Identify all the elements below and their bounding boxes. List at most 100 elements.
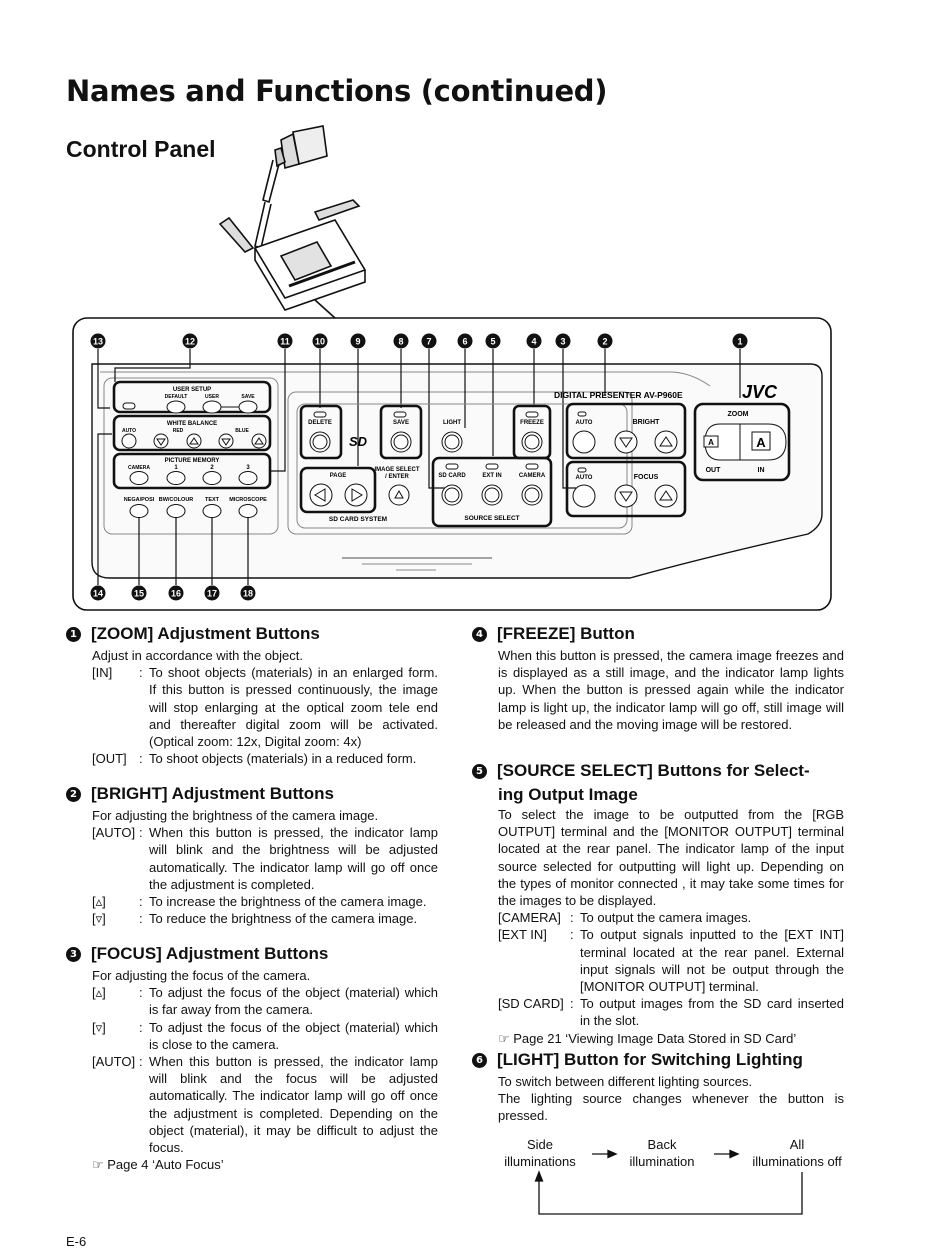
item-key: [AUTO] xyxy=(92,825,136,841)
zoom-item-in: [IN] : To shoot objects (materials) in a… xyxy=(92,664,438,750)
picture-memory-label: PICTURE MEMORY xyxy=(165,458,220,464)
callout-14-label: 14 xyxy=(93,589,103,599)
bright-down-button[interactable] xyxy=(614,430,638,454)
zoom-box xyxy=(693,402,791,482)
item-key: [▵] xyxy=(92,894,106,910)
item-value: When this button is pressed, the indicat… xyxy=(149,1054,438,1156)
image-select-label: IMAGE SELECT xyxy=(374,467,419,473)
section-focus-title: [FOCUS] Adjustment Buttons xyxy=(91,944,329,963)
zoom-label: ZOOM xyxy=(728,411,749,418)
callout-4 xyxy=(526,333,542,349)
section-subtitle: Control Panel xyxy=(66,136,216,162)
wb-auto-label: AUTO xyxy=(122,428,136,434)
wb-auto-button[interactable] xyxy=(121,433,137,449)
page-number: E-6 xyxy=(66,1234,87,1249)
nega-posi-button[interactable] xyxy=(129,504,149,518)
callout-16-label: 16 xyxy=(171,589,181,599)
red-up-button[interactable] xyxy=(186,433,202,449)
item-sep: : xyxy=(139,894,143,910)
focus-auto-label: AUTO xyxy=(576,475,593,481)
text-button[interactable] xyxy=(202,504,222,518)
section-bright-body: For adjusting the brightness of the came… xyxy=(92,807,438,927)
bright-item-down: [▿] : To reduce the brightness of the ca… xyxy=(92,910,438,927)
focus-auto-button[interactable] xyxy=(572,484,596,508)
arrow-up-icon xyxy=(534,1170,544,1182)
flow-side-illuminations: Side illuminations xyxy=(490,1136,590,1170)
section-number-badge: 6 xyxy=(472,1053,487,1068)
bright-auto-button[interactable] xyxy=(572,430,596,454)
section-light-heading: 6[LIGHT] Button for Switching Lighting xyxy=(472,1050,803,1070)
image-select-enter-button[interactable] xyxy=(388,484,410,506)
callout-8 xyxy=(393,333,409,349)
page-left-button[interactable] xyxy=(309,483,333,507)
callout-7-label: 7 xyxy=(426,337,431,347)
light-label: LIGHT xyxy=(443,420,461,426)
bright-item-up: [▵] : To increase the brightness of the … xyxy=(92,893,438,910)
red-down-button[interactable] xyxy=(153,433,169,449)
user-button[interactable] xyxy=(202,400,222,414)
pm-3-button[interactable] xyxy=(238,471,258,485)
item-key: [CAMERA] xyxy=(498,910,561,926)
item-sep: : xyxy=(570,927,574,943)
microscope-button[interactable] xyxy=(238,504,258,518)
item-sep: : xyxy=(139,665,143,681)
blue-label: BLUE xyxy=(235,428,249,434)
section-focus-body: For adjusting the focus of the camera. [… xyxy=(92,967,438,1173)
item-sep: : xyxy=(139,751,143,767)
save-label: SAVE xyxy=(393,420,409,426)
item-sep: : xyxy=(139,911,143,927)
bright-box xyxy=(565,402,687,460)
section-freeze-body: When this button is pressed, the camera … xyxy=(498,648,844,732)
item-key: [▿] xyxy=(92,1019,106,1035)
flow-all-illuminations-off: All illuminations off xyxy=(740,1136,854,1170)
callout-15 xyxy=(131,585,147,601)
up-triangle-icon xyxy=(254,437,264,445)
flow-side-line2: illuminations xyxy=(504,1154,576,1169)
callout-11 xyxy=(277,333,293,349)
section-number-badge: 1 xyxy=(66,627,81,642)
item-key: [SD CARD] xyxy=(498,996,564,1012)
zoom-out-a-glyph: A xyxy=(708,438,714,447)
pm-camera-button[interactable] xyxy=(129,471,149,485)
callout-18 xyxy=(240,585,256,601)
source-select-label: SOURCE SELECT xyxy=(464,515,519,522)
down-triangle-icon xyxy=(221,438,231,446)
bw-colour-button[interactable] xyxy=(166,504,186,518)
camera-indicator-lamp xyxy=(525,463,539,470)
flow-back-line1: Back xyxy=(647,1137,677,1152)
section-source-select-heading: 5[SOURCE SELECT] Buttons for Select- ing… xyxy=(472,759,810,807)
right-triangle-icon xyxy=(351,488,363,502)
flow-side-line1: Side xyxy=(526,1137,554,1152)
white-balance-box xyxy=(112,414,272,452)
page-right-button[interactable] xyxy=(344,483,368,507)
jvc-logo: JVC xyxy=(742,382,778,402)
callout-4-label: 4 xyxy=(531,337,536,347)
section-number-badge: 2 xyxy=(66,787,81,802)
freeze-indicator-lamp xyxy=(525,411,539,418)
light-line-2: The lighting source changes whenever the… xyxy=(498,1091,844,1124)
callout-16 xyxy=(168,585,184,601)
save-small-label: SAVE xyxy=(241,394,255,400)
pm-2-button[interactable] xyxy=(202,471,222,485)
bright-up-button[interactable] xyxy=(654,430,678,454)
flow-all-line1: All xyxy=(789,1137,805,1152)
focus-label: FOCUS xyxy=(634,474,659,481)
user-save-button[interactable] xyxy=(238,400,258,414)
callout-9-label: 9 xyxy=(355,337,360,347)
callouts-bottom: 14 15 16 17 18 xyxy=(90,585,256,601)
callout-8-label: 8 xyxy=(398,337,403,347)
section-number-badge: 3 xyxy=(66,947,81,962)
user-label: USER xyxy=(205,394,219,400)
blue-down-button[interactable] xyxy=(218,433,234,449)
source-item-camera: [CAMERA] : To output the camera images. xyxy=(498,909,844,926)
pm-1-button[interactable] xyxy=(166,471,186,485)
default-button[interactable] xyxy=(166,400,186,414)
focus-up-button[interactable] xyxy=(654,484,678,508)
down-triangle-icon xyxy=(156,438,166,446)
blue-up-button[interactable] xyxy=(251,433,267,449)
focus-down-button[interactable] xyxy=(614,484,638,508)
callout-6 xyxy=(457,333,473,349)
item-value: To output the camera images. xyxy=(580,910,752,926)
zoom-in-a-glyph: A xyxy=(756,435,766,450)
item-value: To output signals inputted to the [EXT I… xyxy=(580,927,844,995)
